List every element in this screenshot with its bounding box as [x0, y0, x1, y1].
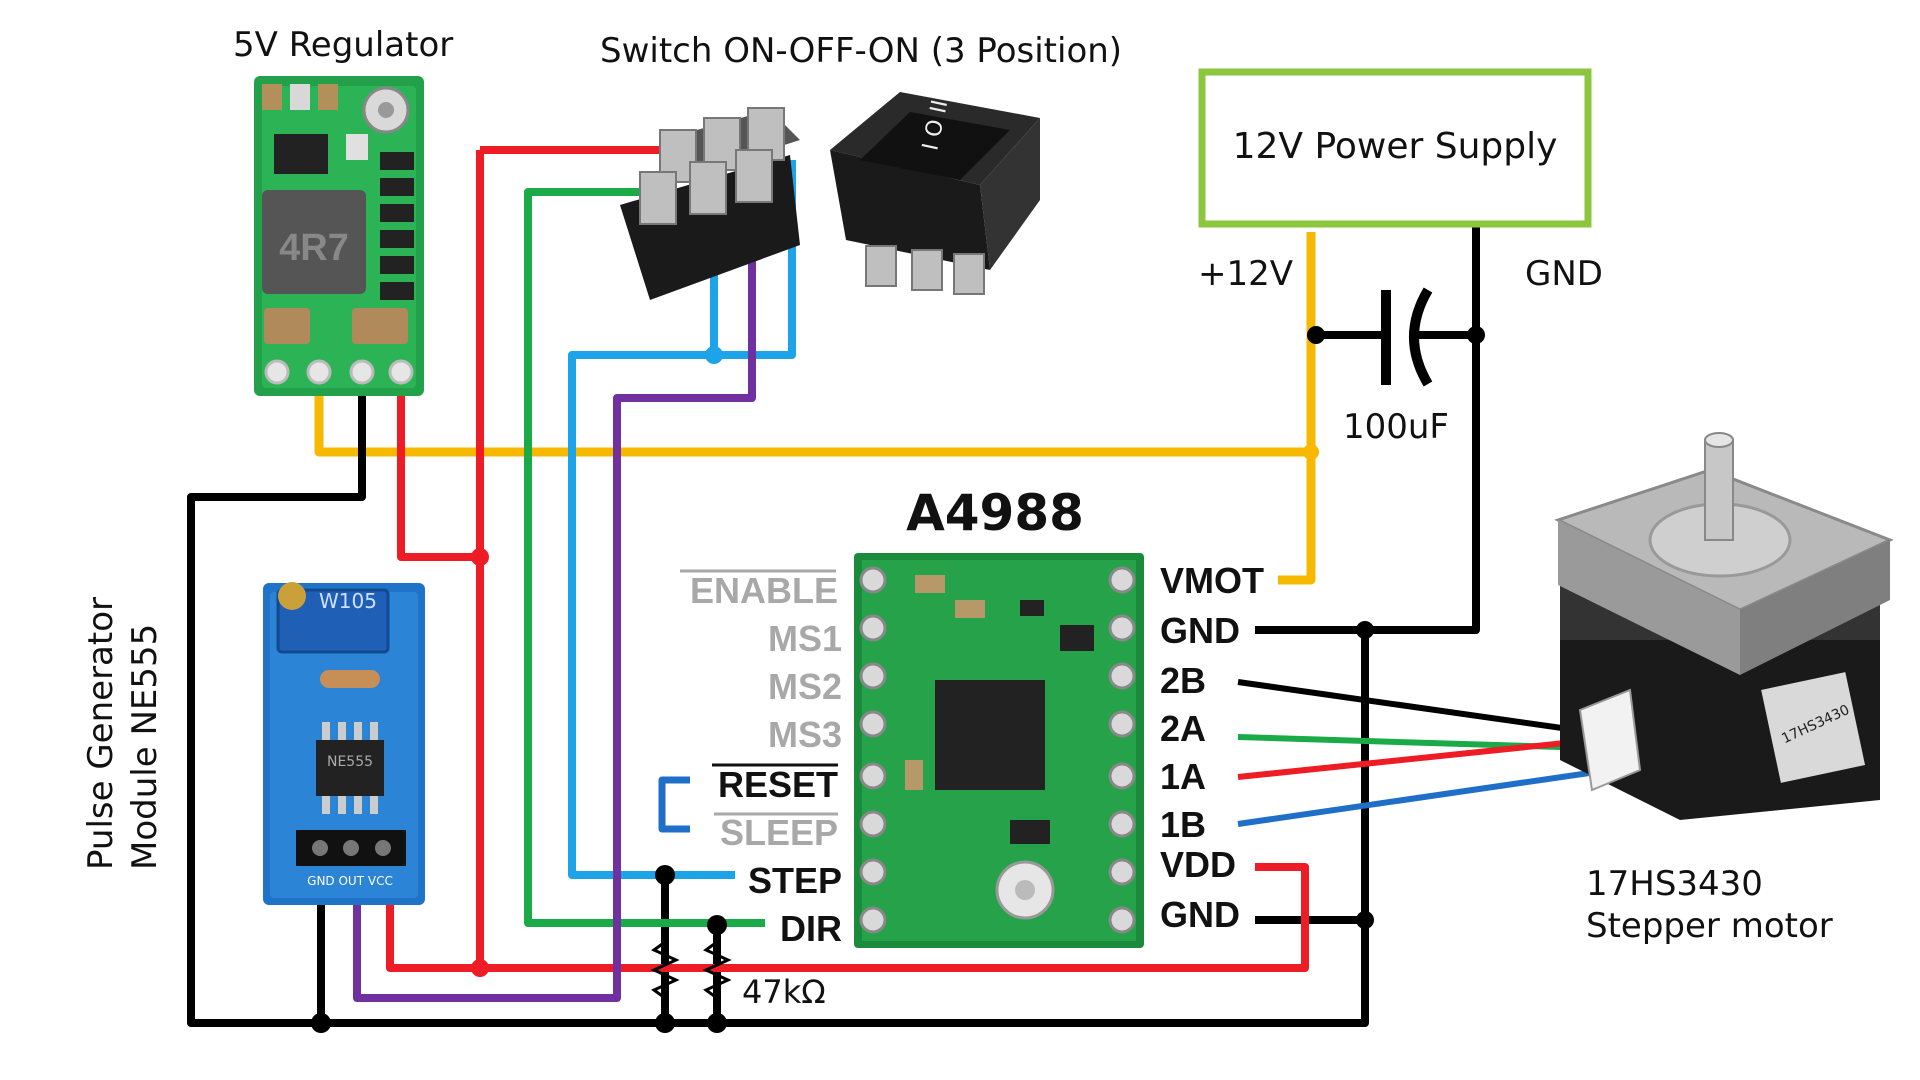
pin-label-step: STEP	[748, 860, 842, 901]
driver-left-pin-labels: ENABLE MS1 MS2 MS3 RESET SLEEP STEP DIR	[680, 569, 842, 949]
pot-marking: W105	[319, 589, 377, 613]
wire-black-psu-gnd	[1255, 226, 1480, 634]
wire-2b	[1237, 679, 1591, 735]
wire-yellow-12v	[314, 232, 1316, 585]
pin-label-ms2: MS2	[768, 666, 842, 707]
power-supply: 12V Power Supply	[1198, 68, 1592, 228]
pin-label-sleep: SLEEP	[720, 812, 838, 853]
pin-label-1b: 1B	[1160, 804, 1206, 845]
pin-label-gnd-top: GND	[1160, 610, 1240, 651]
wires	[187, 146, 1611, 1027]
junction-dots	[311, 326, 1485, 1033]
pin-label-enable: ENABLE	[690, 570, 838, 611]
wire-purple-out	[353, 178, 756, 1002]
pin-label-2a: 2A	[1160, 708, 1206, 749]
pin-label-2b: 2B	[1160, 660, 1206, 701]
regulator-label: 5V Regulator	[233, 25, 453, 65]
pin-label-vdd: VDD	[1160, 844, 1236, 885]
capacitor	[1316, 287, 1476, 387]
pulse-gen-label-line1: Pulse Generator	[81, 597, 121, 870]
resistor-value-label: 47kΩ	[742, 973, 826, 1011]
wire-green-dir	[524, 188, 765, 927]
pin-label-vmot: VMOT	[1160, 560, 1264, 601]
pin-label-dir: DIR	[780, 908, 842, 949]
jumper-reset-sleep	[658, 776, 690, 833]
motor-label-line2: Stepper motor	[1586, 906, 1833, 946]
switch-label: Switch ON-OFF-ON (3 Position)	[600, 31, 1122, 71]
ne555-board: W105 NE555 GND OUT VCC	[263, 582, 425, 905]
pin-label-ms3: MS3	[768, 714, 842, 755]
header-marking: GND OUT VCC	[307, 874, 393, 888]
a4988-board	[854, 553, 1144, 948]
resistors	[650, 935, 732, 1005]
pin-label-gnd-bottom: GND	[1160, 894, 1240, 935]
capacitor-value-label: 100uF	[1343, 407, 1449, 447]
power-supply-label: 12V Power Supply	[1233, 126, 1558, 167]
driver-right-pin-labels: VMOT GND 2B 2A 1A 1B VDD GND	[1160, 560, 1264, 935]
wire-red-5v	[386, 146, 1309, 972]
wire-black-ground-bus	[187, 376, 1369, 1027]
switch-front-view: I O II	[830, 92, 1040, 295]
pin-label-reset: RESET	[718, 764, 838, 805]
driver-title: A4988	[906, 484, 1084, 542]
wire-1b	[1237, 767, 1611, 827]
inductor-marking: 4R7	[279, 227, 349, 269]
plus12v-label: +12V	[1198, 254, 1293, 294]
gnd-label: GND	[1525, 254, 1603, 294]
pulse-gen-label-line2: Module NE555	[125, 624, 165, 870]
wire-1a	[1237, 737, 1595, 780]
stepper-motor: 17HS3430	[1554, 432, 1894, 820]
regulator-board: 4R7	[254, 76, 424, 396]
switch-back-view	[620, 107, 800, 300]
driver-right-pins	[1108, 566, 1136, 934]
ic-marking: NE555	[327, 754, 373, 770]
driver-left-pins	[859, 566, 887, 934]
pin-label-ms1: MS1	[768, 618, 842, 659]
motor-label-line1: 17HS3430	[1586, 864, 1763, 904]
pin-label-1a: 1A	[1160, 756, 1206, 797]
